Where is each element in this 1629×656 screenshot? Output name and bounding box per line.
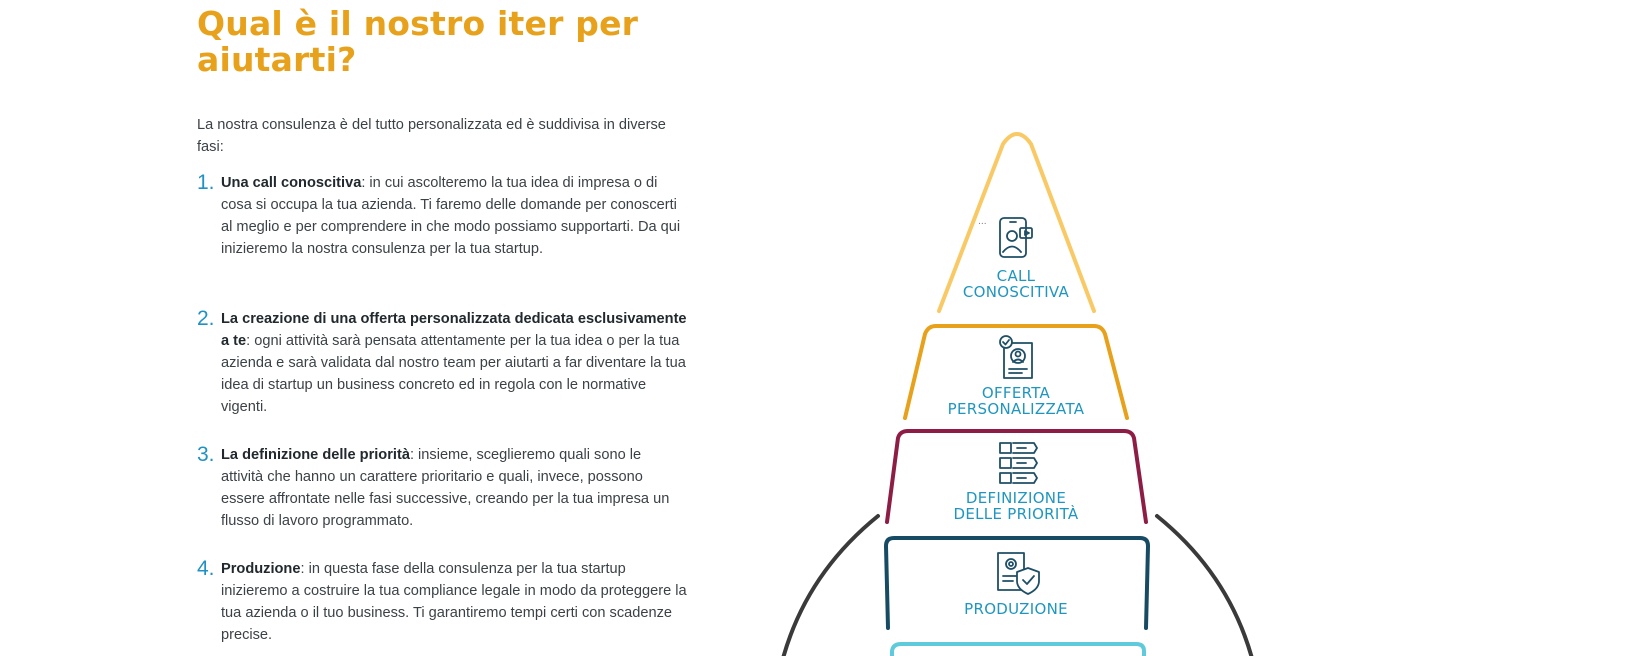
tier-3-label-line-2: DELLE PRIORITÀ <box>954 504 1079 523</box>
video-call-icon <box>999 217 1033 258</box>
tier-3-outline <box>885 429 1148 524</box>
step-3-title: La definizione delle priorità <box>221 447 410 463</box>
step-3-description: : insieme, sceglieremo quali sono le att… <box>221 447 670 529</box>
page-title-line-1: Qual è il nostro iter per <box>197 4 639 43</box>
step-3-text: La definizione delle priorità: insieme, … <box>221 444 687 532</box>
ellipsis-mark: ... <box>978 217 987 227</box>
step-4-text: Produzione: in questa fase della consule… <box>221 558 687 646</box>
step-2-description: : ogni attività sarà pensata attentament… <box>221 333 686 415</box>
step-3: 3. La definizione delle priorità: insiem… <box>197 443 687 532</box>
numbered-list-icon <box>999 442 1038 484</box>
document-shield-icon <box>997 552 1040 595</box>
step-4-title: Produzione <box>221 561 301 577</box>
step-1-description: : in cui ascolteremo la tua idea di impr… <box>221 175 681 257</box>
tier-2-outline <box>903 324 1129 420</box>
step-1: 1. Una call conoscitiva: in cui ascolter… <box>197 171 687 260</box>
tier-4-label: PRODUZIONE <box>964 600 1068 618</box>
step-2-title: La creazione di una offerta personalizza… <box>221 311 687 349</box>
page-title-line-2: aiutarti? <box>197 40 357 79</box>
tier-4-outline <box>884 536 1150 630</box>
step-2: 2. La creazione di una offerta personali… <box>197 307 687 418</box>
intro-text: La nostra consulenza è del tutto persona… <box>197 117 666 155</box>
step-2-text: La creazione di una offerta personalizza… <box>221 308 687 418</box>
tier-2-label-line-2: PERSONALIZZATA <box>948 400 1085 418</box>
step-1-text: Una call conoscitiva: in cui ascolteremo… <box>221 172 687 260</box>
tier-3-label-line-1: DEFINIZIONE <box>966 489 1066 507</box>
tier-1-outline <box>937 132 1096 313</box>
step-3-number: 3. <box>197 443 215 466</box>
step-4-number: 4. <box>197 557 215 580</box>
step-2-number: 2. <box>197 307 215 330</box>
outer-arc-left <box>781 514 880 656</box>
tier-1-label-line-2: CONOSCITIVA <box>963 283 1070 301</box>
tier-1-label-line-1: CALL <box>997 267 1036 285</box>
step-1-title: Una call conoscitiva <box>221 175 362 191</box>
step-4-description: : in questa fase della consulenza per la… <box>221 561 687 643</box>
document-profile-icon <box>999 335 1033 379</box>
tier-5-outline <box>890 642 1146 656</box>
page-title: Qual è il nostro iter per aiutarti? <box>197 6 657 78</box>
outer-arc-right <box>1155 514 1254 656</box>
step-4: 4. Produzione: in questa fase della cons… <box>197 557 687 646</box>
tier-2-label-line-1: OFFERTA <box>982 384 1051 402</box>
step-1-number: 1. <box>197 171 215 194</box>
